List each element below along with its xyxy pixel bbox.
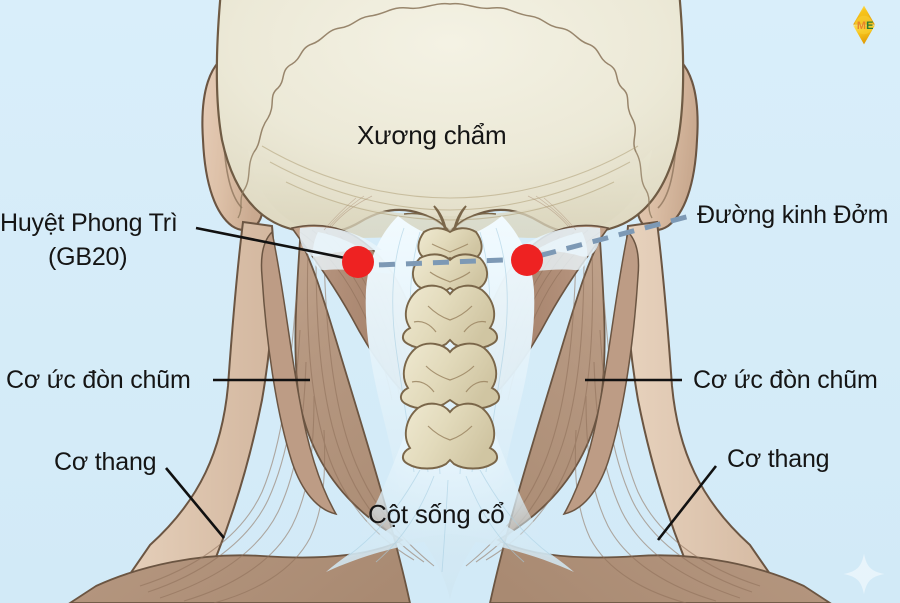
nuchal-fascia-fan	[344, 408, 556, 560]
label-gallbladder-meridian: Đường kinh Đởm	[697, 201, 889, 229]
leader-line-trapezius-right	[656, 465, 718, 541]
leader-line-trapezius-left	[164, 467, 226, 539]
nuchal-fascia-artwork	[326, 216, 574, 600]
gb20-point-left	[342, 246, 374, 278]
label-trapezius-left: Cơ thang	[54, 448, 157, 476]
sparkle-watermark	[843, 553, 885, 595]
label-acupoint-line2: (GB20)	[48, 243, 128, 271]
scm-right-artwork	[562, 230, 640, 516]
label-trapezius-right: Cơ thang	[727, 445, 830, 473]
leader-line-acupoint	[195, 226, 351, 261]
label-occipital-bone: Xương chẩm	[357, 120, 507, 150]
scm-left-artwork	[260, 230, 338, 516]
cervical-vertebrae-artwork	[400, 227, 500, 470]
me-logo: M E	[853, 5, 875, 45]
gb20-point-right	[511, 244, 543, 276]
label-scm-right: Cơ ức đòn chũm	[693, 366, 878, 394]
logo-letter-m: M	[857, 20, 866, 32]
label-acupoint-line1: Huyệt Phong Trì	[0, 209, 178, 237]
label-scm-left: Cơ ức đòn chũm	[6, 366, 191, 394]
label-cervical-spine: Cột sống cổ	[368, 499, 505, 529]
logo-letter-e: E	[866, 20, 873, 32]
